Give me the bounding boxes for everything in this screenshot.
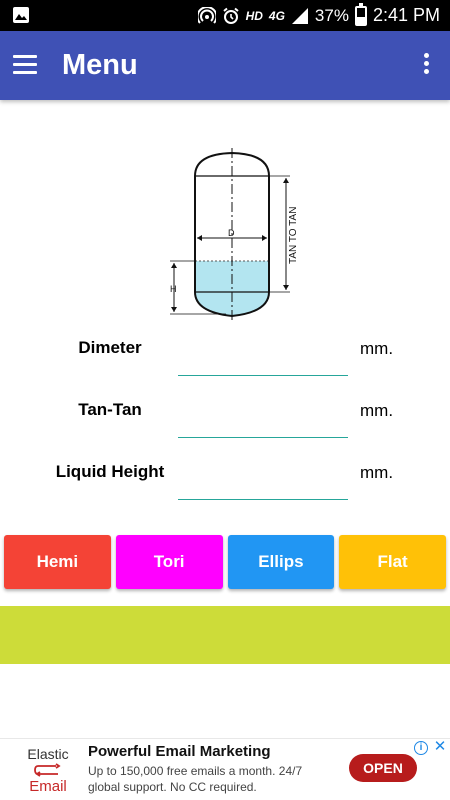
diameter-label: D bbox=[228, 228, 235, 238]
page-title: Menu bbox=[62, 49, 138, 81]
gallery-icon bbox=[13, 7, 29, 23]
battery-percent: 37% bbox=[314, 5, 349, 25]
tan-tan-unit: mm. bbox=[360, 401, 394, 420]
network-type: 4G bbox=[268, 8, 285, 23]
tank-diagram: D TAN TO TAN H bbox=[170, 148, 299, 322]
elastic-loop-icon bbox=[34, 763, 61, 777]
diameter-unit: mm. bbox=[360, 339, 394, 358]
ad-close-icon[interactable]: ✕ bbox=[433, 738, 447, 755]
diameter-input[interactable] bbox=[178, 342, 348, 376]
tan-tan-label-text: Tan-Tan bbox=[78, 400, 142, 419]
ad-brand-top: Elastic bbox=[27, 746, 69, 762]
height-label: H bbox=[170, 284, 177, 294]
clock: 2:41 PM bbox=[372, 5, 440, 25]
head-type-buttons: Hemi Tori Ellips Flat bbox=[4, 535, 446, 589]
status-bar: HD 4G 37% 2:41 PM bbox=[0, 0, 450, 31]
liquid-height-input[interactable] bbox=[178, 466, 348, 500]
result-panel bbox=[0, 606, 450, 664]
overflow-menu-icon[interactable] bbox=[422, 53, 430, 79]
tan-to-tan-label: TAN TO TAN bbox=[288, 207, 299, 264]
ad-banner[interactable]: Elastic Email Powerful Email Marketing U… bbox=[0, 738, 450, 800]
tori-button[interactable]: Tori bbox=[115, 535, 223, 589]
ad-open-button[interactable]: OPEN bbox=[349, 754, 417, 782]
ad-info-icon[interactable]: i bbox=[414, 741, 428, 755]
ad-description: Up to 150,000 free emails a month. 24/7 … bbox=[88, 764, 303, 794]
hamburger-menu-icon[interactable] bbox=[13, 55, 37, 75]
flat-button[interactable]: Flat bbox=[339, 535, 446, 589]
hemi-button[interactable]: Hemi bbox=[4, 535, 111, 589]
hotspot-icon bbox=[197, 6, 216, 24]
ad-title: Powerful Email Marketing bbox=[88, 743, 271, 760]
alarm-icon bbox=[222, 7, 239, 24]
diameter-label-text: Dimeter bbox=[78, 338, 142, 357]
tan-tan-input[interactable] bbox=[178, 404, 348, 438]
battery-icon bbox=[354, 2, 367, 26]
app-bar: Menu bbox=[0, 31, 450, 100]
ad-brand-logo: Elastic Email bbox=[16, 745, 80, 797]
signal-icon bbox=[291, 7, 308, 24]
liquid-height-label-text: Liquid Height bbox=[55, 462, 165, 481]
ellips-button[interactable]: Ellips bbox=[227, 535, 335, 589]
status-icons: HD 4G 37% 2:41 PM bbox=[197, 0, 440, 31]
liquid-height-unit: mm. bbox=[360, 463, 394, 482]
ad-brand-bottom: Email bbox=[29, 778, 67, 795]
hd-indicator: HD bbox=[245, 8, 263, 23]
